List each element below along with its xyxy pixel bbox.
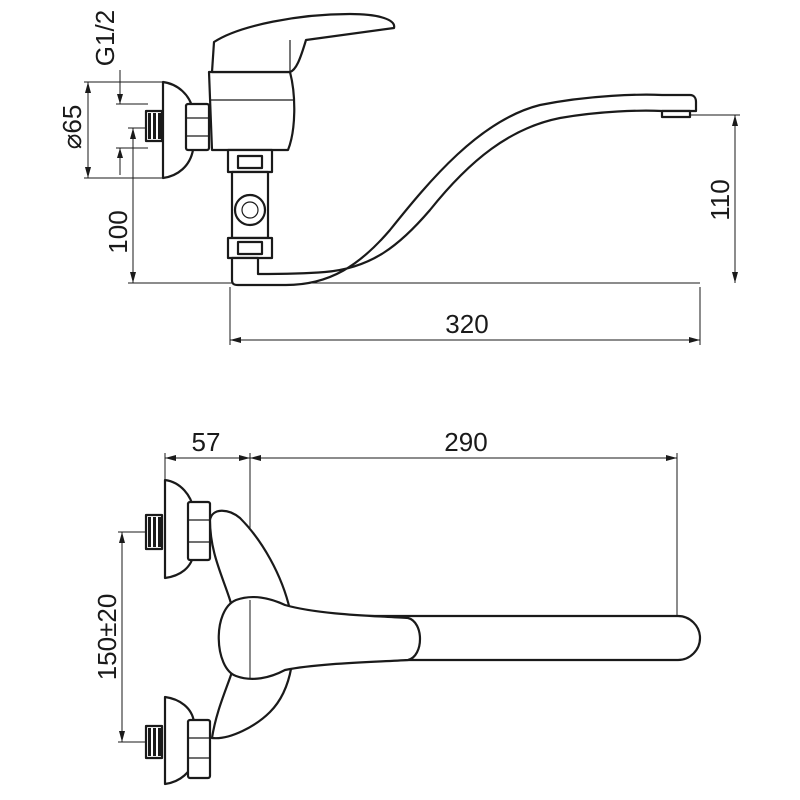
top-lower-thread-marks [148,728,161,756]
side-mixer-body [207,70,296,152]
outlet-height-dimension: 100 [103,128,136,283]
side-view: ⌀65 G1/2 100 110 320 [57,10,740,345]
spout-length-label: 320 [445,309,488,339]
spout-reach-label: 290 [444,427,487,457]
side-swivel-knob [233,193,267,227]
side-aerator [660,109,692,119]
top-view: 57 290 150±20 [92,427,702,786]
side-lever-handle [210,12,396,74]
spout-height-label: 110 [705,179,735,220]
inlet-spacing-dimension: 150±20 [92,532,125,742]
top-upper-hex-nut [186,500,212,562]
wall-to-axis-label: 57 [192,427,221,457]
side-lower-nut [236,240,264,256]
side-spout [230,93,698,287]
rosette-diameter-dimension: ⌀65 [57,82,91,178]
spout-height-dimension: 110 [705,115,738,283]
rosette-diameter-label: ⌀65 [57,105,87,150]
side-thread-marks [148,113,161,139]
spout-reach-dimension: 290 [250,427,677,461]
wall-to-axis-dimension: 57 [165,427,250,461]
top-upper-thread-marks [148,517,161,547]
inlet-spacing-label: 150±20 [92,594,122,681]
top-extension-lines [118,453,678,743]
top-lower-hex-nut [186,718,212,780]
faucet-side-body [144,12,698,287]
side-upper-nut [236,154,264,170]
thread-label: G1/2 [90,10,120,66]
outlet-height-label: 100 [103,210,133,253]
faucet-top-body [144,478,702,786]
spout-length-dimension: 320 [230,309,700,343]
thread-dimension: G1/2 [90,10,123,175]
top-lever-handle [217,595,421,680]
side-hex-nut [184,102,211,152]
